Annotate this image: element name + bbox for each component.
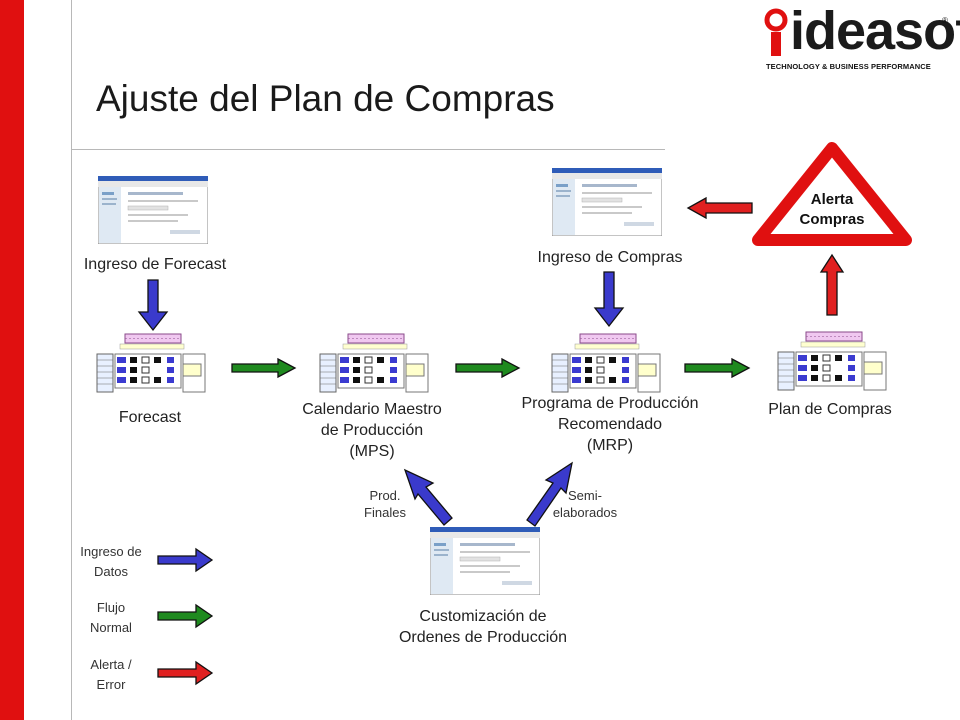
label-ingreso-forecast: Ingreso de Forecast (83, 256, 227, 273)
left-accent-bar (0, 0, 24, 720)
logo-tagline: TECHNOLOGY & BUSINESS PERFORMANCE (766, 62, 931, 71)
legend-datos-line2: Datos (94, 564, 128, 579)
legend-alerta-line2: Error (96, 677, 126, 692)
label-mps-line2: de Producción (320, 422, 424, 439)
label-mrp: Programa de Producción Recomendado (MRP) (495, 393, 725, 456)
legend-alerta-error: Alerta / Error (66, 655, 156, 695)
arrow-compras-input (593, 271, 625, 328)
arrow-custom-to-mrp (526, 461, 573, 527)
legend-ingreso-datos: Ingreso de Datos (66, 542, 156, 582)
alert-label-line2: Compras (799, 211, 865, 228)
label-mrp-line3: (MRP) (586, 437, 634, 454)
arrow-mps-to-mrp (455, 357, 521, 379)
page-title: Ajuste del Plan de Compras (96, 78, 555, 119)
logo-registered: ® (942, 16, 948, 25)
label-mrp-line1: Programa de Producción (521, 395, 699, 412)
label-mps-line1: Calendario Maestro (302, 401, 442, 418)
alert-label: Alerta Compras (780, 190, 884, 230)
label-plan-compras: Plan de Compras (768, 401, 892, 418)
arrow-mrp-to-plan (684, 357, 751, 379)
label-prod-line1: Prod. (369, 488, 401, 503)
legend-blue-arrow-icon (157, 547, 214, 573)
legend-datos-line1: Ingreso de (80, 544, 142, 559)
legend-alerta-line1: Alerta / (90, 657, 132, 672)
legend-green-arrow-icon (157, 603, 214, 629)
arrow-plan-to-alert (819, 253, 845, 316)
label-customizacion-line1: Customización de (419, 608, 547, 625)
label-semi-line1: Semi- (568, 488, 602, 503)
arrow-alert-to-compras (686, 196, 753, 220)
vertical-divider (71, 0, 72, 720)
label-semielaborados: Semi- elaborados (540, 487, 630, 521)
ideasoft-logo: ideasoft ® TECHNOLOGY & BUSINESS PERFORM… (762, 1, 960, 76)
mrp-process-icon (551, 333, 661, 393)
logo-word: ideasoft (790, 1, 960, 61)
arrow-forecast-to-mps (231, 357, 297, 379)
logo-mark-icon (764, 8, 788, 56)
label-customizacion: Customización de Ordenes de Producción (370, 606, 596, 648)
alert-triangle-icon (752, 142, 912, 246)
arrow-forecast-input (137, 279, 169, 332)
label-prod-line2: Finales (364, 505, 406, 520)
mps-process-icon (319, 333, 429, 393)
legend-flujo-normal: Flujo Normal (66, 598, 156, 638)
label-ingreso-compras: Ingreso de Compras (537, 249, 683, 266)
forecast-screen-thumbnail (98, 176, 208, 244)
label-forecast: Forecast (118, 409, 182, 426)
compras-screen-thumbnail (552, 168, 662, 236)
forecast-process-icon (96, 333, 206, 393)
legend-flujo-line1: Flujo (96, 600, 126, 615)
title-underline (71, 149, 665, 150)
customizacion-screen-thumbnail (430, 527, 540, 595)
legend-red-arrow-icon (157, 660, 214, 686)
label-prod-finales: Prod. Finales (350, 487, 420, 521)
legend-flujo-line2: Normal (90, 620, 132, 635)
arrow-custom-to-mps (403, 468, 453, 526)
label-mrp-line2: Recomendado (557, 416, 663, 433)
label-semi-line2: elaborados (552, 505, 618, 520)
alert-label-line1: Alerta (810, 191, 854, 208)
label-mps-line3: (MPS) (349, 443, 395, 460)
plan-compras-process-icon (777, 331, 887, 391)
label-customizacion-line2: Ordenes de Producción (398, 629, 568, 646)
label-mps: Calendario Maestro de Producción (MPS) (276, 399, 468, 462)
